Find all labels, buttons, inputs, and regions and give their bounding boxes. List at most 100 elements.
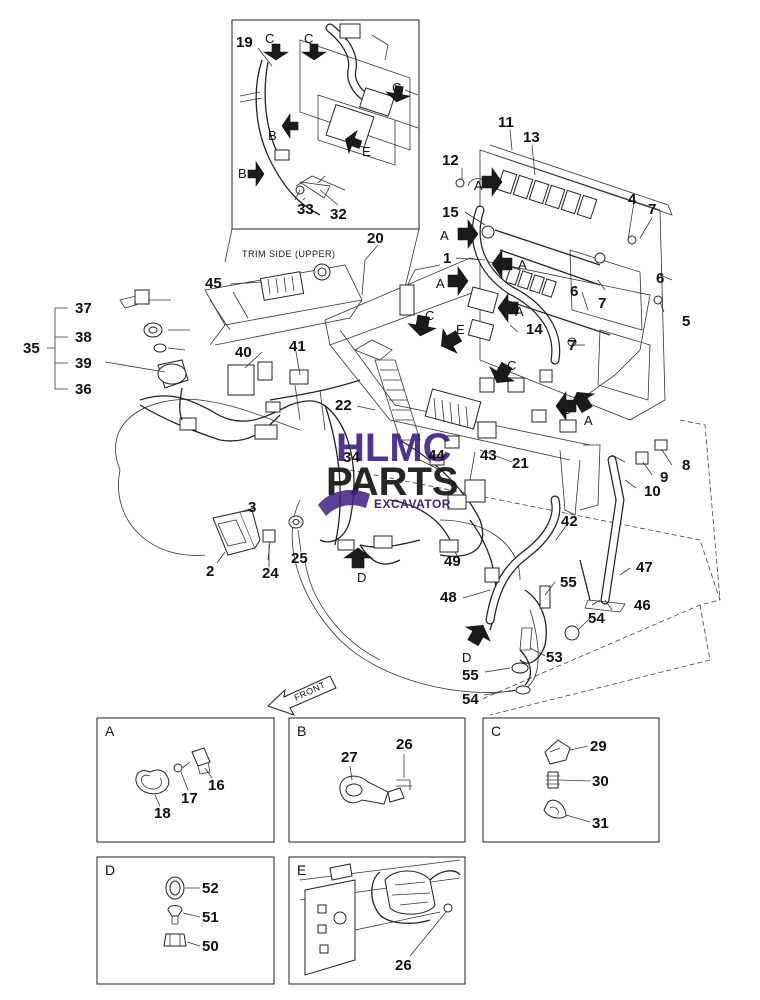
leader-lines [47,129,673,696]
callout-47: 47 [636,559,653,576]
callout-30: 30 [592,773,609,790]
callout-5: 5 [682,313,690,330]
callout-6a: 6 [656,270,664,287]
arrow-a-5: A [515,304,524,319]
callout-41: 41 [289,338,306,355]
inset-caption: TRIM SIDE (UPPER) [242,249,336,259]
callout-14: 14 [526,321,543,338]
detail-panel-d: D 52 51 50 [96,856,275,985]
callout-6b: 6 [570,283,578,300]
panel-d-letter: D [105,862,115,878]
detail-panel-b: B 27 26 [288,717,466,843]
callout-34: 34 [343,449,360,466]
watermark-line1: HLMC [336,426,452,470]
arrow-e: E [456,322,465,337]
callout-33: 33 [297,201,314,218]
main-frame [324,257,651,516]
detail-panel-c: C 29 30 31 [482,717,660,843]
callout-22: 22 [335,397,352,414]
callout-17: 17 [181,790,198,807]
callout-7c: 7 [568,337,576,354]
inset-arrow-b2: B [238,166,247,181]
top-inset: C C C B B E 19 33 32 [231,19,420,230]
arrow-a-6: A [584,413,593,428]
watermark: HLMC PARTS EXCAVATOR [318,426,459,516]
front-arrow: FRONT [267,675,337,716]
callout-7a: 7 [648,201,656,218]
callout-16: 16 [208,777,225,794]
callout-11: 11 [498,114,514,131]
arrow-a-1: A [474,178,483,193]
callout-15: 15 [442,204,459,221]
inset-arrow-c3: C [392,80,401,95]
callout-54a: 54 [588,610,605,627]
cab-floor-outline [115,398,721,716]
callout-25: 25 [291,550,308,567]
callout-32: 32 [330,206,347,223]
arrow-c-3: C [562,402,571,417]
detail-panel-e: E 26 [288,856,466,985]
callout-13: 13 [523,129,540,146]
inset-arrow-e: E [362,144,371,159]
watermark-bucket-icon [318,489,370,516]
callout-50: 50 [202,938,219,955]
callout-10: 10 [644,483,661,500]
callout-36: 36 [75,381,92,398]
callout-38: 38 [75,329,92,346]
callout-9: 9 [660,469,668,486]
callout-51: 51 [202,909,219,926]
callout-46: 46 [634,597,651,614]
trim-side-inset: TRIM SIDE (UPPER) 45 [204,249,363,346]
callout-3: 3 [248,499,256,516]
callout-26a: 26 [396,736,413,753]
callout-49: 49 [444,553,461,570]
callout-4: 4 [628,191,637,208]
callout-53: 53 [546,649,563,666]
callouts: 11 13 12 15 4 7 1 20 6 6 7 5 14 7 8 9 10… [23,114,690,708]
arrow-a-3: A [518,257,527,272]
callout-24: 24 [262,565,279,582]
callout-52: 52 [202,880,219,897]
arrow-c-2: C [507,358,516,373]
callout-54b: 54 [462,691,479,708]
panel-e-letter: E [297,862,306,878]
callout-19: 19 [236,34,253,51]
bracket-2 [212,509,304,561]
callout-39: 39 [75,355,92,372]
callout-55b: 55 [462,667,479,684]
callout-44: 44 [428,447,445,464]
panel-b-letter: B [297,723,306,739]
callout-43: 43 [480,447,497,464]
arrow-c-1: C [425,308,434,323]
callout-8: 8 [682,457,690,474]
wire-harness [139,284,591,695]
callout-12: 12 [442,152,459,169]
inset-arrow-c1: C [265,31,274,46]
callout-26b: 26 [395,957,412,974]
arrow-a-4: A [436,276,445,291]
detail-panel-a: A 18 17 16 [96,717,275,843]
arrow-a-2: A [440,228,449,243]
callout-37: 37 [75,300,92,317]
callout-35: 35 [23,340,40,357]
top-inset-frame [231,19,420,230]
inset-leader-left [224,228,233,263]
key-switch-assembly [119,289,190,421]
watermark-line3: EXCAVATOR [374,497,451,511]
callout-21: 21 [512,455,529,472]
callout-40: 40 [235,344,252,361]
view-arrows: A A A A A A C C C E D D [343,167,596,665]
callout-27: 27 [341,749,358,766]
callout-31: 31 [592,815,609,832]
callout-29: 29 [590,738,607,755]
callout-2: 2 [206,563,214,580]
callout-45: 45 [205,275,222,292]
callout-42: 42 [561,513,578,530]
callout-48: 48 [440,589,457,606]
panel-c-letter: C [491,723,501,739]
callout-20: 20 [367,230,384,247]
callout-1: 1 [443,250,451,267]
callout-55a: 55 [560,574,577,591]
arrow-d-2: D [462,650,471,665]
